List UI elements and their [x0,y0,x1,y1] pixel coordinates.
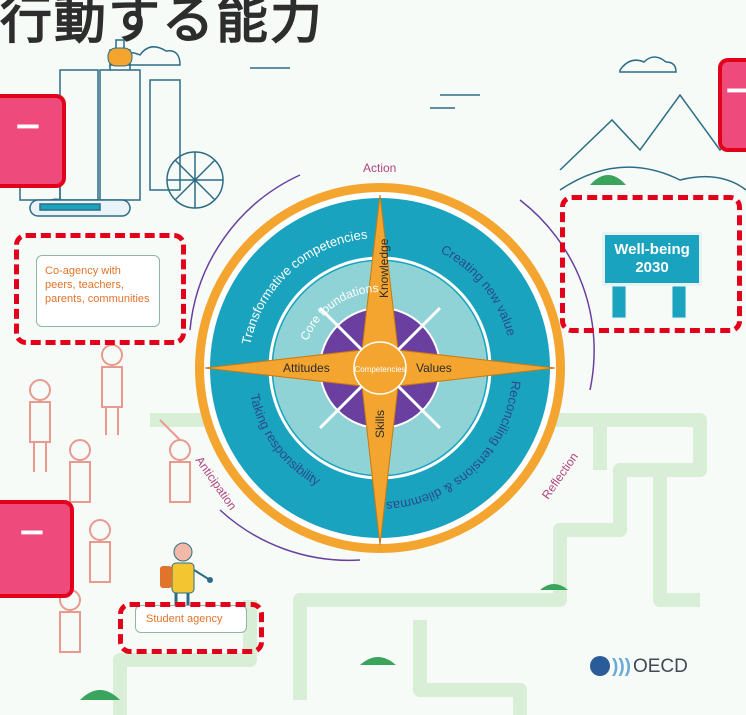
highlight-well-being [560,195,742,333]
label-action: Action [363,161,396,175]
sign-post [611,285,627,319]
cycle-arrow [519,199,595,391]
person [69,439,91,461]
label-attitudes: Attitudes [283,361,330,375]
oecd-logo: )))OECD [590,656,688,678]
sign-post [671,285,687,319]
pink-marker-top-right[interactable]: − [718,58,746,152]
label-knowledge: Knowledge [377,238,391,298]
label-values: Values [416,361,452,375]
cycle-arrow [219,509,361,562]
grass [590,175,626,185]
student-head [173,542,193,562]
page-title: 行動する能力 [0,0,325,51]
label-reflection: Reflection [539,450,581,502]
path-segment [150,413,707,700]
path-segment [593,420,700,607]
compass-center [353,341,407,395]
cloud [619,56,677,73]
dash-line [250,67,480,109]
person [89,519,111,541]
student-agency-bubble: Student agency [135,605,247,633]
person [29,379,51,401]
label-skills: Skills [373,410,387,438]
path-segment [413,620,527,715]
grass [360,657,396,665]
oecd-globe-icon [590,656,610,676]
highlight-student-agency [118,602,264,654]
pink-marker-bottom-left[interactable]: − [0,500,74,598]
grass [540,584,568,590]
cycle-arrow [189,174,301,331]
hill [559,166,746,191]
highlight-co-agency [14,233,186,345]
co-agency-bubble: Co-agency with peers, teachers, parents,… [36,255,160,327]
path-segment [113,600,257,715]
building [149,79,181,191]
person [101,344,123,366]
pink-marker-top-left[interactable]: − [0,94,66,188]
grass [80,690,120,700]
student-backpack [160,566,172,588]
label-competencies: Competencies [354,365,405,374]
tower-top [107,47,133,67]
